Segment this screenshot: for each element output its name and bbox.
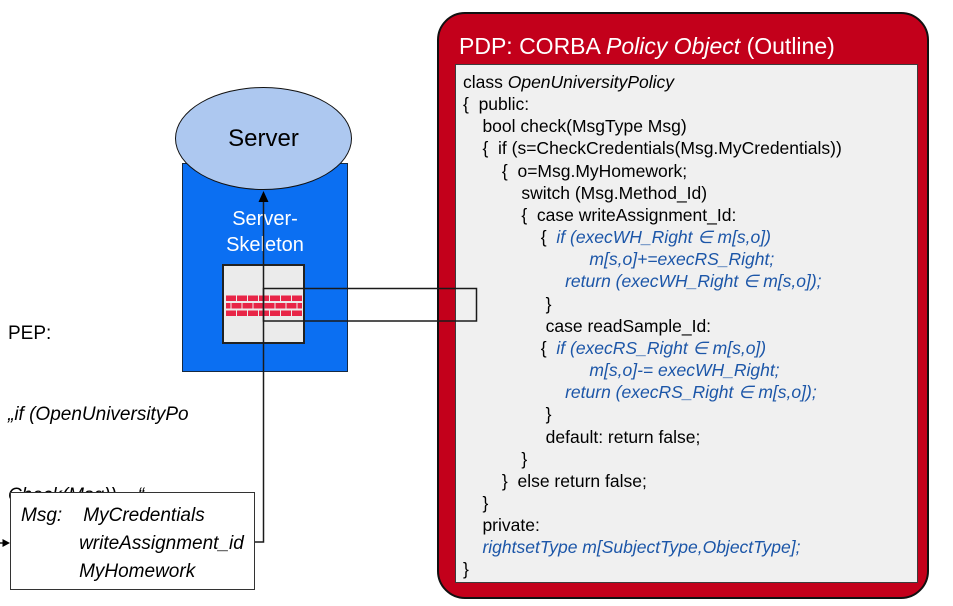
server-skeleton-label-line2: Skeleton (226, 234, 304, 256)
msg-box-text: Msg: MyCredentials writeAssignment_id My… (21, 505, 244, 582)
firewall-brick-icon (226, 295, 302, 318)
pep-label-line2: „if (OpenUniversityPolicy. (8, 404, 220, 425)
server-skeleton-label: Server- Skeleton (183, 206, 347, 258)
pep-firewall-box (222, 264, 305, 344)
msg-box: Msg: MyCredentials writeAssignment_id My… (10, 492, 255, 590)
policy-code: class OpenUniversityPolicy{ public: bool… (463, 72, 842, 580)
server-ellipse: Server (175, 87, 352, 190)
pep-label-line1: PEP: (8, 323, 52, 344)
pdp-title: PDP: CORBA Policy Object (Outline) (459, 33, 835, 59)
pdp-box: PDP: CORBA Policy Object (Outline) class… (437, 12, 929, 599)
policy-code-panel: class OpenUniversityPolicy{ public: bool… (455, 64, 918, 583)
server-label: Server (228, 124, 299, 152)
server-skeleton-label-line1: Server- (232, 208, 298, 230)
